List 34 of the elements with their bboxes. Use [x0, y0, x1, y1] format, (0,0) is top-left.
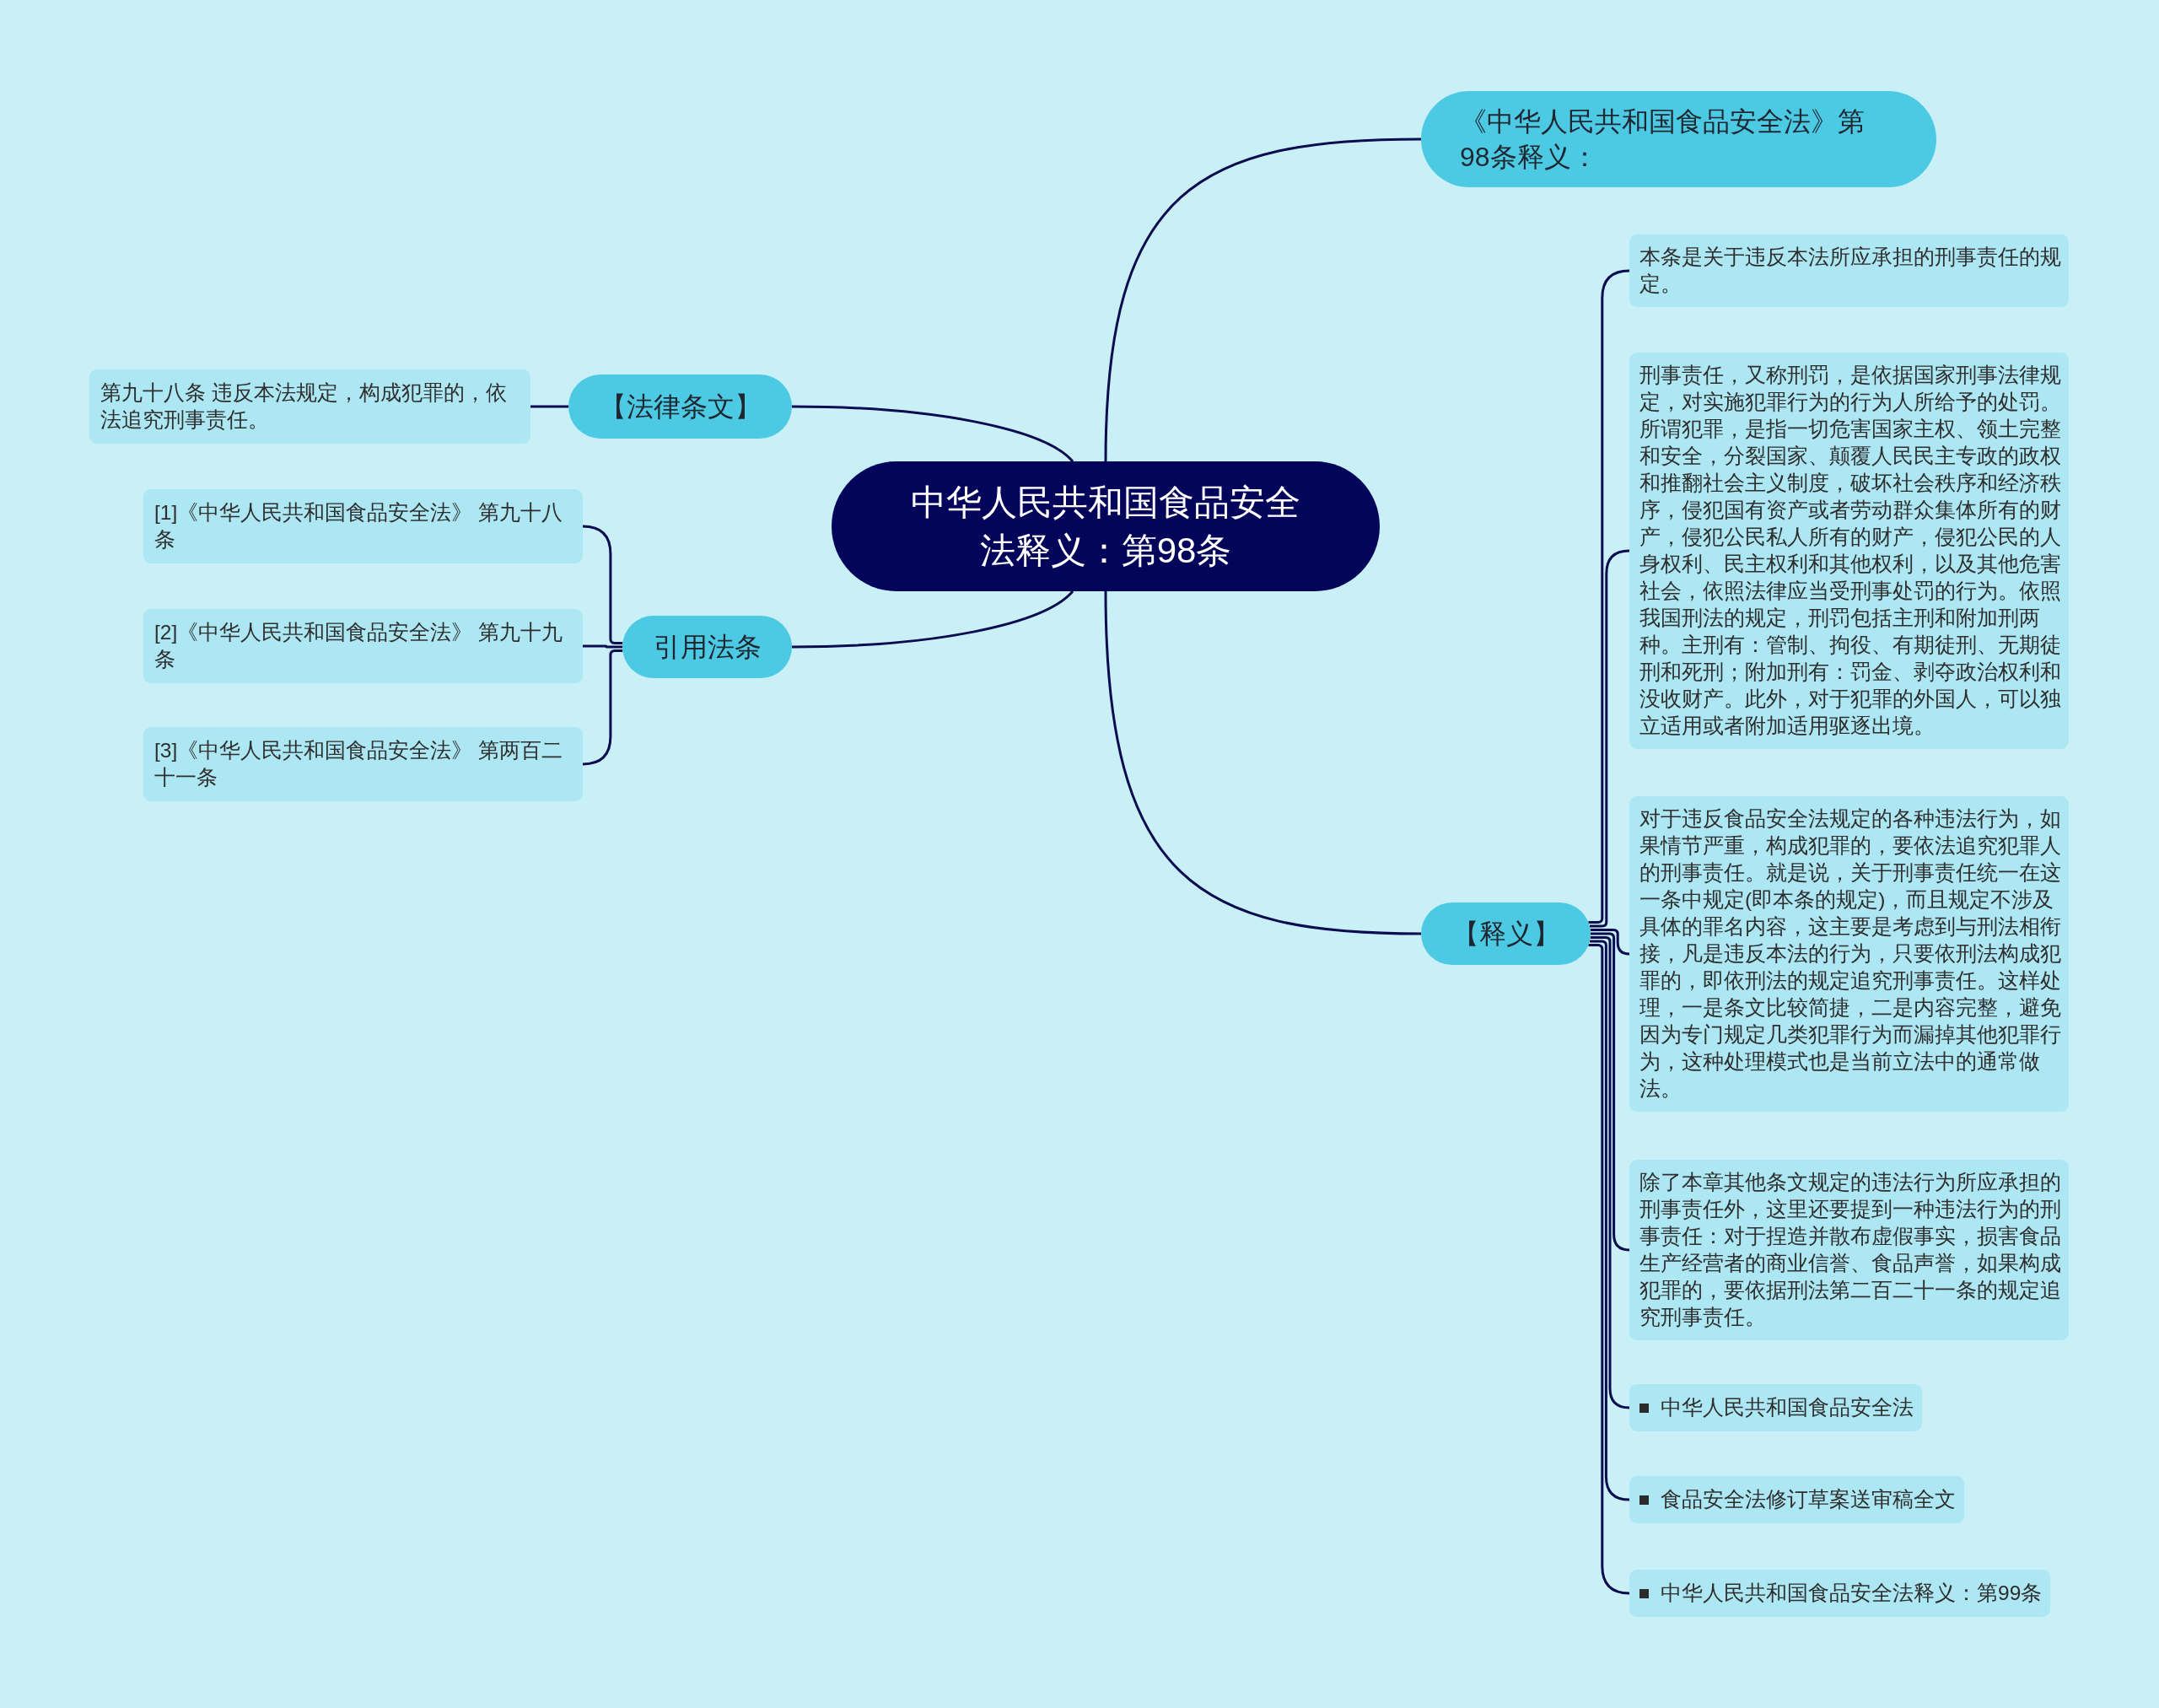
item-label: 中华人民共和国食品安全法释义：第99条 [1661, 1581, 2043, 1606]
item-label: 中华人民共和国食品安全法 [1661, 1395, 1914, 1420]
connector-line [583, 644, 622, 649]
list-item-card [1629, 1384, 1922, 1431]
connector-line [530, 405, 568, 408]
connector-line [1589, 549, 1631, 928]
connector-line [1588, 269, 1631, 924]
connector-line [1589, 940, 1631, 1501]
note-card: 本条是关于违反本法所应承担的刑事责任的规定。 [1629, 234, 2069, 307]
note-card: 刑事责任，又称刑罚，是依据国家刑事法律规定，对实施犯罪行为的行为人所给予的处罚。所谓犯罪，是指一切危害国家主权、领土完整和安全，分裂国家、颠覆人民民主专政的政权和推翻社会主义制度，破坏社会秩序和经济秩序，侵犯国有资产或者劳动群众集体所有的财产，侵犯公民私人所有的财产，侵犯公民的人身权利、民主权利和其他权利，以及其他危害社会，依照法律应当受刑事处罚的行为。依照我国刑法的规定，刑罚包括主刑和附加刑两种。主刑有：管制、拘役、有期徒刑、无期徒刑和死刑；附加刑有：罚金、剥夺政治权利和没收财产。此外，对于犯罪的外国人，可以独立适用或者附加适用驱逐出境。 [1629, 353, 2069, 749]
note-card: [3]《中华人民共和国食品安全法》 第两百二十一条 [143, 727, 583, 801]
connector-line [581, 525, 623, 644]
note-card: 对于违反食品安全法规定的各种违法行为，如果情节严重，构成犯罪的，要依法追究犯罪人的刑事责任。就是说，关于刑事责任统一在这一条中规定(即本条的规定)，而且规定不涉及具体的罪名内容，这主要是考虑到与刑法相衔接，凡是违反本法的行为，只要依刑法构成犯罪的，即依刑法的规定追究刑事责任。这样处理，一是条文比较简捷，二是内容完整，避免因为专门规定几类犯罪行为而漏掉其他犯罪行为，这种处理模式也是当前立法中的通常做法。 [1629, 796, 2069, 1112]
topic-pill: 《中华人民共和国食品安全法》第98条释义： [1421, 91, 1936, 187]
connector-line [1590, 936, 1631, 1409]
connector-line [1590, 929, 1631, 956]
connector-line [791, 405, 1074, 463]
connector-line [1104, 590, 1422, 935]
topic-pill: 【法律条文】 [568, 374, 792, 439]
topic-pill: 【释义】 [1421, 902, 1591, 965]
list-item-card [1629, 1476, 1964, 1523]
note-card: [2]《中华人民共和国食品安全法》 第九十九条 [143, 609, 583, 683]
connector-line [581, 649, 623, 766]
connector-line [1591, 932, 1631, 1252]
note-card: 除了本章其他条文规定的违法行为所应承担的刑事责任外，这里还要提到一种违法行为的刑事责任：对于捏造并散布虚假事实，损害食品生产经营者的商业信誉、食品声誉，如果构成犯罪的，要依据刑法第二百二十一条的规定追究刑事责任。 [1629, 1160, 2069, 1340]
list-item-card [1629, 1570, 2051, 1617]
connector-line [1104, 137, 1422, 462]
main-topic-pill: 中华人民共和国食品安全法释义：第98条 [832, 461, 1380, 591]
note-card: [1]《中华人民共和国食品安全法》 第九十八条 [143, 489, 583, 563]
topic-pill: 引用法条 [622, 616, 792, 678]
connector-line [791, 590, 1074, 649]
connector-line [1588, 944, 1631, 1595]
note-card: 第九十八条 违反本法规定，构成犯罪的，依法追究刑事责任。 [89, 369, 530, 444]
item-label: 食品安全法修订草案送审稿全文 [1661, 1487, 1956, 1512]
